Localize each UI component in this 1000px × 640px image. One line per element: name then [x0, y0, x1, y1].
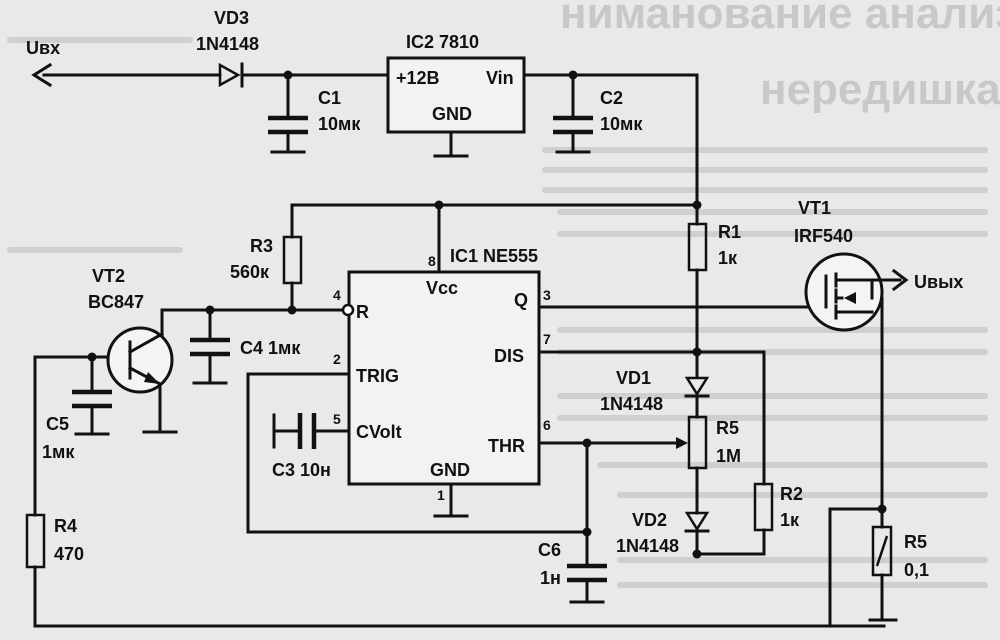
input-terminal: Uвх — [26, 38, 60, 88]
resistor-r1: R1 1к — [687, 222, 741, 272]
vt2-ref: VT2 — [92, 266, 125, 286]
pin-7: 7 — [543, 331, 551, 347]
background-heading-1: ниманование анализкомпонентная — [560, 0, 1000, 38]
junctions — [87, 70, 887, 559]
ic2-in-pin: Vin — [486, 68, 514, 88]
capacitor-c2: C2 10мк — [553, 88, 643, 154]
regulator-ic2: +12В Vin GND IC2 7810 — [386, 32, 526, 158]
ic1-thr-pin: THR — [488, 436, 525, 456]
capacitor-c6: C6 1н — [538, 540, 607, 604]
vd2-value: 1N4148 — [616, 536, 679, 556]
output-voltage-label: Uвых — [914, 272, 963, 292]
capacitor-c1: C1 10мк — [268, 88, 361, 154]
r5-shunt-ref: R5 — [904, 532, 927, 552]
r1-value: 1к — [718, 248, 738, 268]
ic1-cvolt-pin: CVolt — [356, 422, 402, 442]
pin-6: 6 — [543, 417, 551, 433]
capacitor-c3: C3 10н — [272, 413, 331, 480]
diode-vd1: VD1 1N4148 — [600, 368, 710, 414]
timer-ic1: IC1 NE555 Vcc R TRIG CVolt GND Q DIS THR… — [333, 246, 551, 518]
r3-ref: R3 — [250, 236, 273, 256]
r2-value: 1к — [780, 510, 800, 530]
ic1-ref: IC1 NE555 — [450, 246, 538, 266]
r5-pot-value: 1М — [716, 446, 741, 466]
c1-ref: C1 — [318, 88, 341, 108]
ic2-ref: IC2 7810 — [406, 32, 479, 52]
r4-ref: R4 — [54, 516, 77, 536]
r4-value: 470 — [54, 544, 84, 564]
pin-3: 3 — [543, 287, 551, 303]
vd3-value: 1N4148 — [196, 34, 259, 54]
vd3-ref: VD3 — [214, 8, 249, 28]
c2-value: 10мк — [600, 114, 643, 134]
diode-vd2: VD2 1N4148 — [616, 510, 710, 556]
resistor-r5-shunt: R5 0,1 — [871, 525, 929, 580]
ic1-reset-pin: R — [356, 302, 369, 322]
resistor-r4: R4 470 — [25, 513, 84, 569]
pin-8: 8 — [428, 253, 436, 269]
ic2-out-pin: +12В — [396, 68, 440, 88]
ic1-q-pin: Q — [514, 290, 528, 310]
vt1-ref: VT1 — [798, 198, 831, 218]
ic1-vcc-pin: Vcc — [426, 278, 458, 298]
background-print: ниманование анализкомпонентная нередишка — [7, 0, 1000, 588]
transistor-vt2: VT2 BC847 — [88, 266, 174, 394]
c6-value: 1н — [540, 568, 561, 588]
vd2-ref: VD2 — [632, 510, 667, 530]
pin-4: 4 — [333, 287, 341, 303]
c6-ref: C6 — [538, 540, 561, 560]
diode-vd3: VD3 1N4148 — [196, 8, 259, 88]
r5-pot-ref: R5 — [716, 418, 739, 438]
ic1-dis-pin: DIS — [494, 346, 524, 366]
c5-ref: C5 — [46, 414, 69, 434]
pin-2: 2 — [333, 351, 341, 367]
r5-shunt-value: 0,1 — [904, 560, 929, 580]
background-heading-2: нередишка — [760, 65, 1000, 114]
ic2-gnd-pin: GND — [432, 104, 472, 124]
mosfet-vt1: VT1 IRF540 Uвых — [794, 198, 963, 332]
pin-5: 5 — [333, 411, 341, 427]
r2-ref: R2 — [780, 484, 803, 504]
capacitor-c5: C5 1мк — [42, 389, 112, 462]
vd1-ref: VD1 — [616, 368, 651, 388]
r3-value: 560к — [230, 262, 270, 282]
potentiometer-r5: R5 1М — [676, 415, 741, 470]
c5-value: 1мк — [42, 442, 75, 462]
c4-label: C4 1мк — [240, 338, 301, 358]
c2-ref: C2 — [600, 88, 623, 108]
vt2-value: BC847 — [88, 292, 144, 312]
pin-1: 1 — [437, 487, 445, 503]
c1-value: 10мк — [318, 114, 361, 134]
ic1-gnd-pin: GND — [430, 460, 470, 480]
resistor-r3: R3 560к — [230, 235, 303, 285]
r1-ref: R1 — [718, 222, 741, 242]
capacitor-c4: C4 1мк — [190, 337, 301, 385]
c3-label: C3 10н — [272, 460, 331, 480]
vt1-value: IRF540 — [794, 226, 853, 246]
resistor-r2: R2 1к — [753, 482, 803, 532]
ic1-trig-pin: TRIG — [356, 366, 399, 386]
vd1-value: 1N4148 — [600, 394, 663, 414]
input-voltage-label: Uвх — [26, 38, 60, 58]
